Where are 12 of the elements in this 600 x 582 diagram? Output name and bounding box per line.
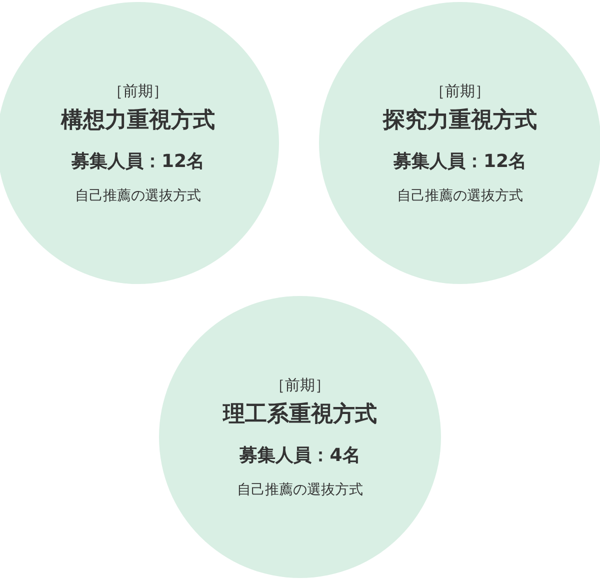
selection-text: 自己推薦の選抜方式 [237,480,363,498]
capacity-text: 募集人員：12名 [393,150,527,172]
period-label: ［前期］ [430,82,490,100]
method-title: 理工系重視方式 [223,400,377,428]
method-title: 探究力重視方式 [383,106,537,134]
period-label: ［前期］ [270,376,330,394]
method-title: 構想力重視方式 [61,106,215,134]
capacity-text: 募集人員：4名 [240,444,360,466]
capacity-text: 募集人員：12名 [71,150,205,172]
period-label: ［前期］ [108,82,168,100]
selection-text: 自己推薦の選抜方式 [75,186,201,204]
selection-text: 自己推薦の選抜方式 [397,186,523,204]
